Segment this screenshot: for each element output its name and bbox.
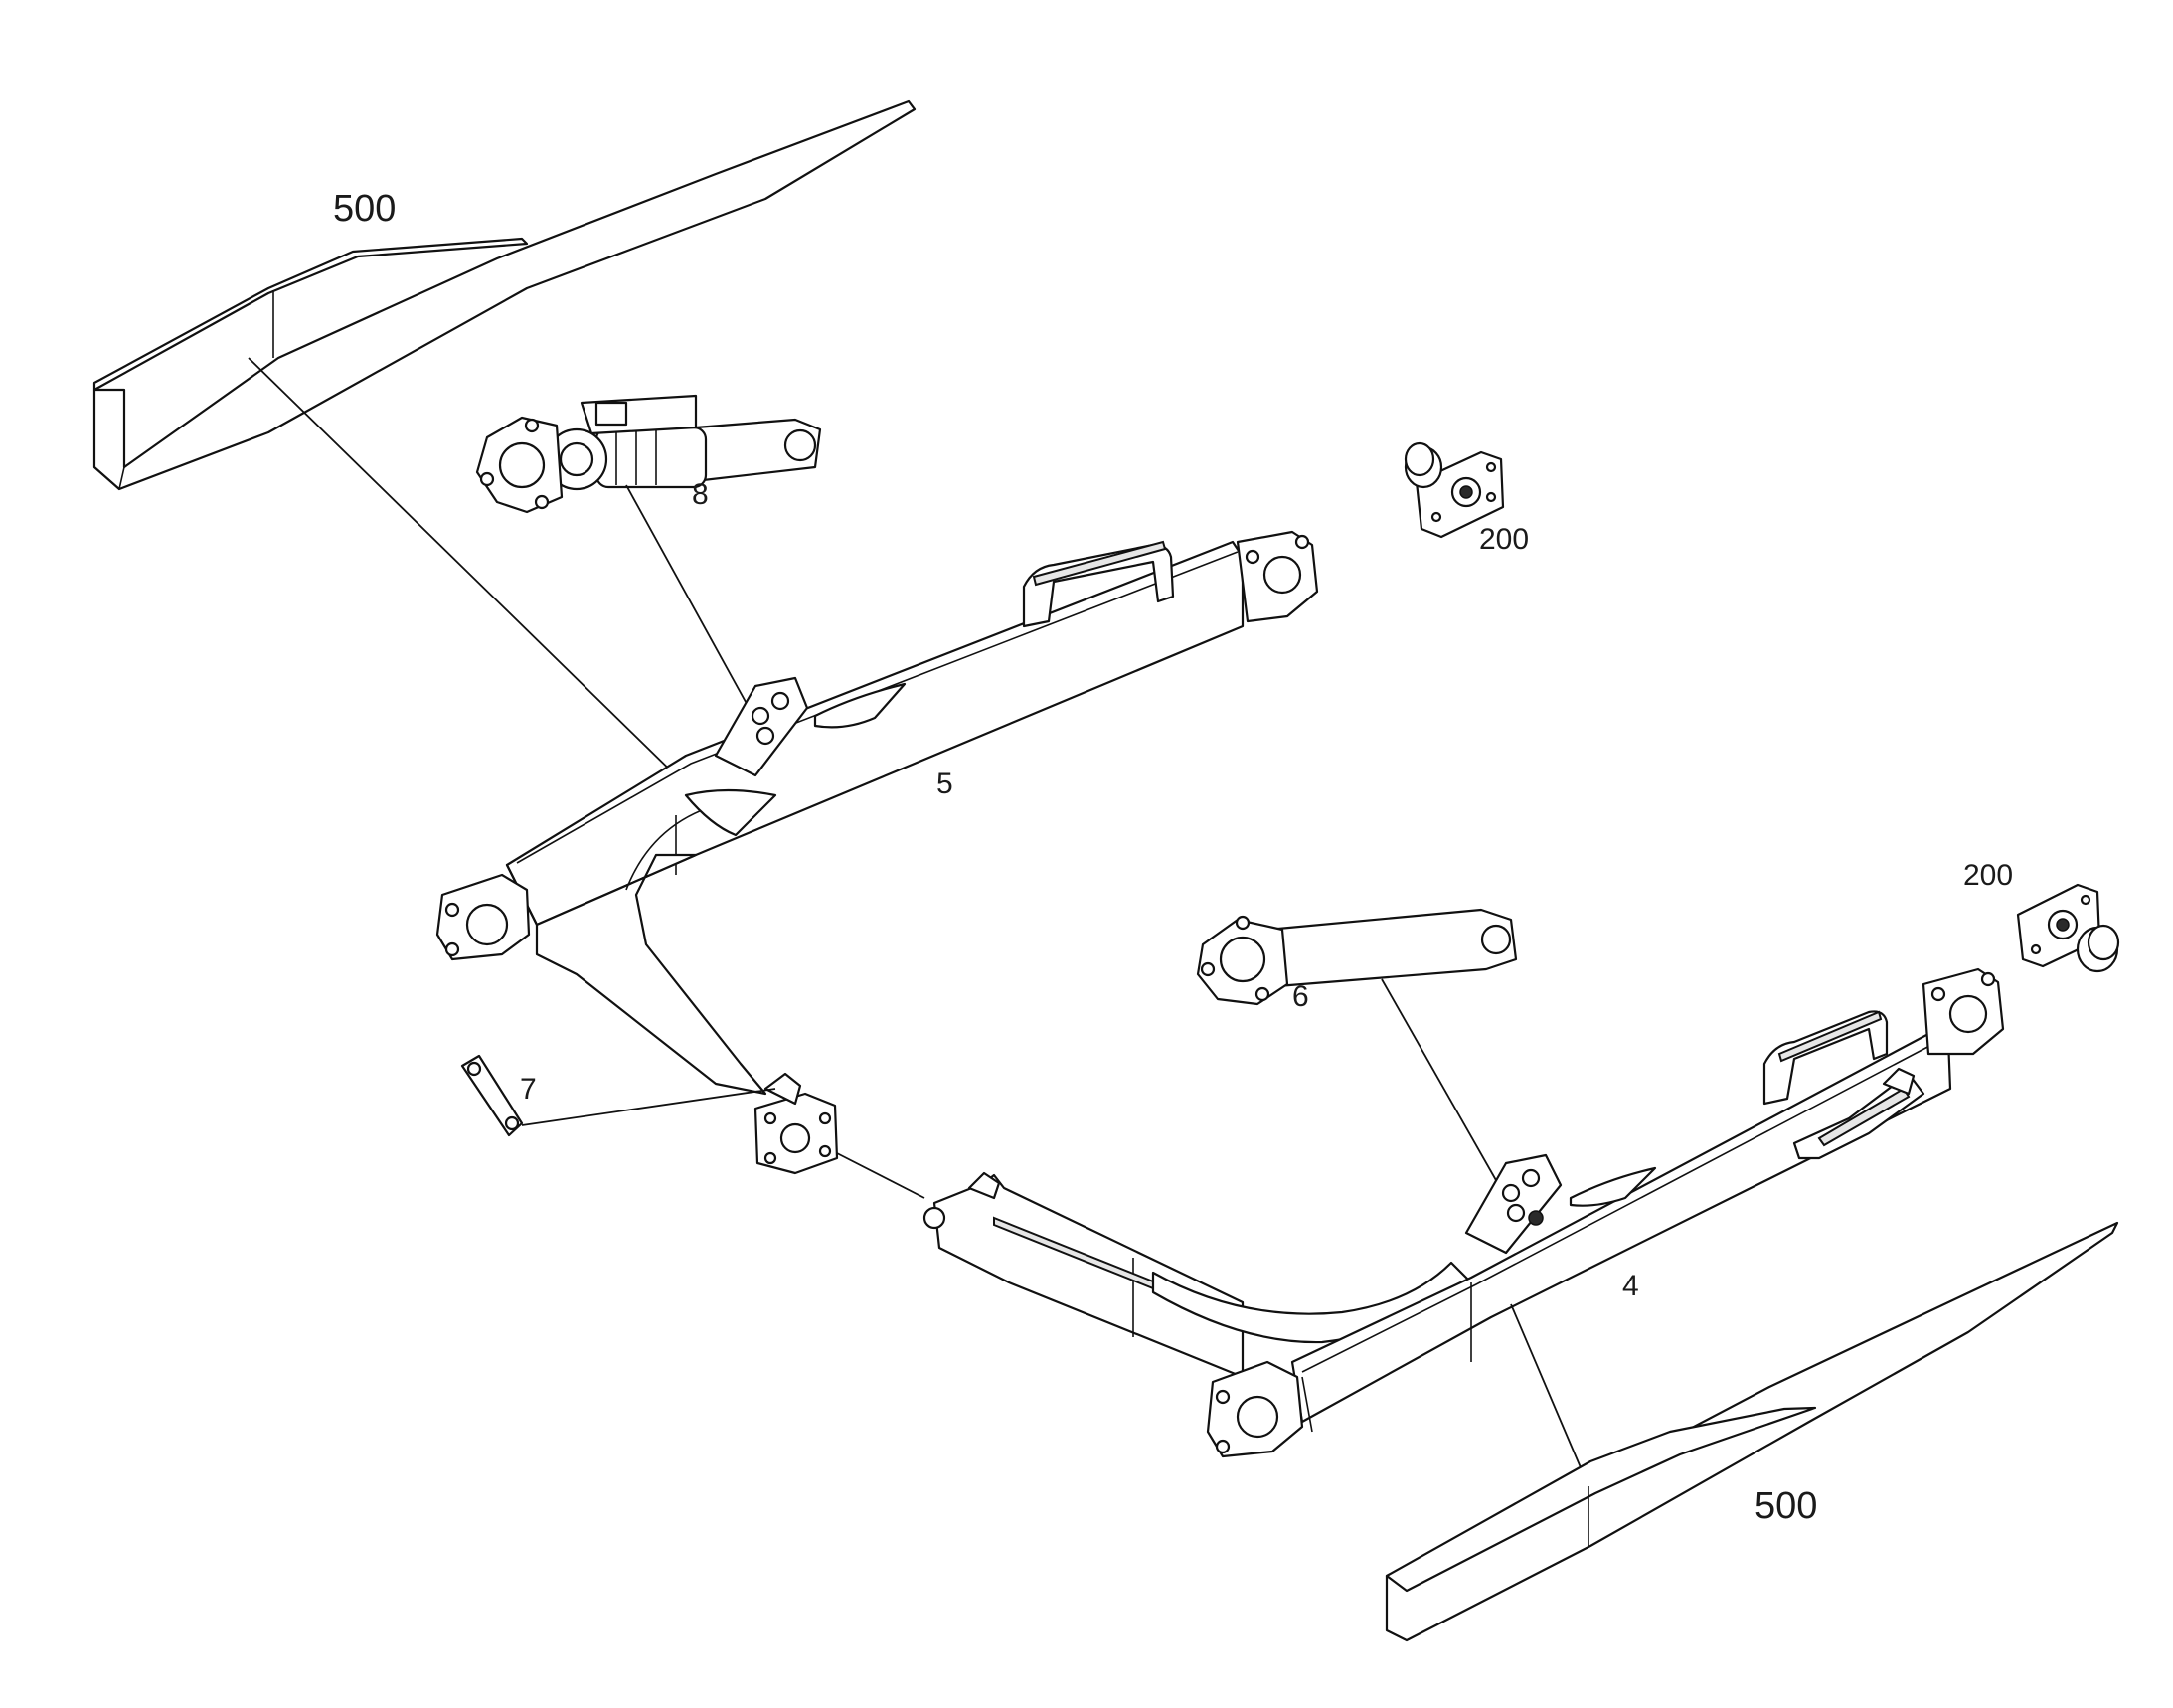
rod-part-6 <box>1196 908 1518 1006</box>
callout-500-bottom: 500 <box>1755 1485 1817 1527</box>
plate-500-bottom <box>1385 1221 2119 1642</box>
leader-6 <box>1381 978 1510 1204</box>
pin-200-top <box>1404 441 1505 539</box>
callout-200-top: 200 <box>1479 523 1529 556</box>
callout-200-right: 200 <box>1963 859 2013 892</box>
callout-8: 8 <box>692 478 709 511</box>
frame-part-4 <box>922 967 2005 1458</box>
cylinder-part-8 <box>475 394 822 514</box>
leader-5-to-4 <box>836 1152 925 1199</box>
leader-8 <box>625 484 752 712</box>
callout-7: 7 <box>520 1073 537 1106</box>
leader-500-bottom <box>1510 1303 1589 1487</box>
leader-500-top <box>248 357 687 786</box>
plate-500-top <box>92 99 917 491</box>
callout-4: 4 <box>1622 1270 1639 1302</box>
callout-6: 6 <box>1292 980 1309 1013</box>
pin-200-right <box>2016 883 2120 973</box>
frame-part-5 <box>435 530 1319 1175</box>
leader-7 <box>521 1088 776 1126</box>
callout-500-top: 500 <box>333 188 396 230</box>
clip-part-7 <box>460 1054 524 1137</box>
callout-5: 5 <box>936 768 953 800</box>
